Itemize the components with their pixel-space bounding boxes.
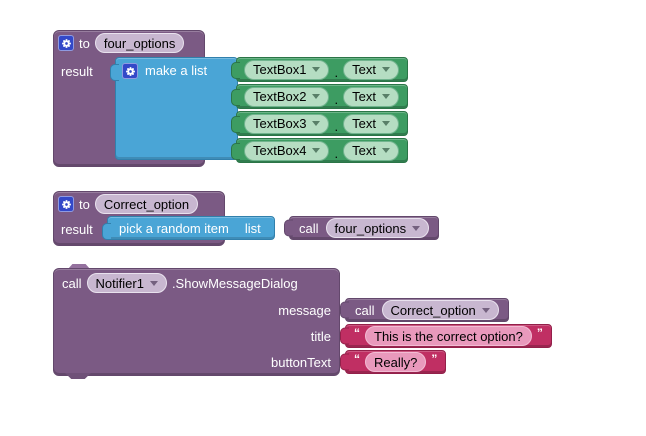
method-call-header: call Notifier1 .ShowMessageDialog (62, 273, 298, 293)
dropdown-arrow-icon (381, 94, 390, 99)
dropdown-arrow-icon (312, 121, 321, 126)
property-dropdown[interactable]: Text (343, 113, 399, 134)
dropdown-arrow-icon (381, 67, 390, 72)
statement-top-notch (68, 264, 90, 269)
procedure-header: to four_options (58, 33, 185, 53)
procedure-call-dropdown[interactable]: four_options (325, 218, 430, 238)
property-dropdown[interactable]: Text (343, 140, 399, 161)
mutator-gear-icon[interactable] (58, 35, 74, 51)
component-dropdown[interactable]: TextBox4 (244, 140, 330, 161)
call-correct-option-block[interactable]: call Correct_option (345, 298, 509, 322)
result-label: result (61, 222, 93, 237)
property-dropdown-label: Text (352, 116, 376, 131)
open-quote-icon: “ (354, 352, 360, 366)
dropdown-arrow-icon (412, 225, 421, 231)
procedure-call-label: four_options (334, 220, 407, 236)
component-dropdown-label: TextBox3 (253, 116, 307, 131)
buttontext-param-label: buttonText (271, 354, 331, 370)
component-dropdown-label: TextBox2 (253, 89, 307, 104)
mutator-gear-icon[interactable] (122, 63, 138, 79)
title-text-string-block[interactable]: “ This is the correct option? ” (345, 324, 552, 348)
component-dropdown-label: TextBox4 (253, 143, 307, 158)
notifier-showmessagedialog-block[interactable]: call Notifier1 .ShowMessageDialog messag… (53, 264, 565, 384)
procedure-four-options-block[interactable]: to four_options result make a list TextB… (53, 30, 408, 167)
component-dropdown[interactable]: TextBox3 (244, 113, 330, 134)
dropdown-arrow-icon (312, 67, 321, 72)
to-keyword: to (79, 196, 90, 212)
procedure-call-label: Correct_option (390, 302, 476, 318)
property-dot: . (334, 119, 339, 134)
procedure-correct-option-block[interactable]: to Correct_option result pick a random i… (53, 191, 445, 246)
to-keyword: to (79, 35, 90, 51)
dropdown-arrow-icon (312, 94, 321, 99)
close-quote-icon: ” (536, 326, 543, 340)
component-getter-block[interactable]: TextBox3 . Text (231, 111, 408, 136)
message-row: message call Correct_option (53, 298, 552, 322)
make-a-list-block[interactable]: make a list TextBox1 . Text Text (110, 57, 408, 163)
property-dropdown[interactable]: Text (343, 86, 399, 107)
buttontext-text-string-block[interactable]: “ Really? ” (345, 350, 447, 374)
property-dropdown-label: Text (352, 143, 376, 158)
property-dropdown-label: Text (352, 89, 376, 104)
open-quote-icon: “ (354, 326, 360, 340)
dropdown-arrow-icon (381, 121, 390, 126)
property-dropdown[interactable]: Text (343, 59, 399, 80)
call-four-options-block[interactable]: call four_options (289, 216, 440, 240)
property-dropdown-label: Text (352, 62, 376, 77)
component-getter-block[interactable]: TextBox1 . Text (231, 57, 408, 82)
title-param-label: title (310, 328, 331, 344)
component-dropdown[interactable]: TextBox2 (244, 86, 330, 107)
property-dot: . (334, 92, 339, 107)
procedure-call-dropdown[interactable]: Correct_option (381, 300, 499, 320)
text-string-field[interactable]: Really? (365, 352, 427, 372)
dropdown-arrow-icon (312, 148, 321, 153)
list-items-column: TextBox1 . Text TextBox2 . (231, 57, 408, 163)
component-getter-block[interactable]: TextBox4 . Text (231, 138, 408, 163)
make-a-list-body: make a list (110, 57, 238, 160)
close-quote-icon: ” (431, 352, 438, 366)
dropdown-arrow-icon (149, 280, 158, 286)
component-dropdown-label: Notifier1 (95, 275, 144, 291)
method-name-label: .ShowMessageDialog (171, 275, 298, 291)
component-getter-block[interactable]: TextBox2 . Text (231, 84, 408, 109)
property-dot: . (334, 65, 339, 80)
list-socket-label: list (244, 220, 261, 236)
mutator-gear-icon[interactable] (58, 196, 74, 212)
message-param-label: message (278, 302, 331, 318)
text-string-field[interactable]: This is the correct option? (365, 326, 532, 346)
parameter-rows: message call Correct_option title “ This… (53, 298, 552, 374)
result-label: result (61, 64, 93, 79)
title-row: title “ This is the correct option? ” (53, 324, 552, 348)
statement-bottom-tab (65, 373, 91, 379)
dropdown-arrow-icon (381, 148, 390, 153)
component-dropdown[interactable]: TextBox1 (244, 59, 330, 80)
pick-random-item-label: pick a random item (119, 220, 229, 236)
make-a-list-label: make a list (145, 63, 208, 78)
dropdown-arrow-icon (481, 307, 490, 313)
procedure-name-field[interactable]: four_options (94, 33, 185, 53)
component-dropdown[interactable]: Notifier1 (86, 273, 167, 293)
procedure-name-field[interactable]: Correct_option (94, 194, 199, 214)
buttontext-row: buttonText “ Really? ” (53, 350, 552, 374)
property-dot: . (334, 146, 339, 161)
procedure-header: to Correct_option (58, 194, 199, 214)
component-dropdown-label: TextBox1 (253, 62, 307, 77)
call-keyword: call (355, 302, 375, 318)
pick-random-item-block[interactable]: pick a random item list (102, 216, 275, 240)
call-keyword: call (299, 220, 319, 236)
call-keyword: call (62, 275, 82, 291)
